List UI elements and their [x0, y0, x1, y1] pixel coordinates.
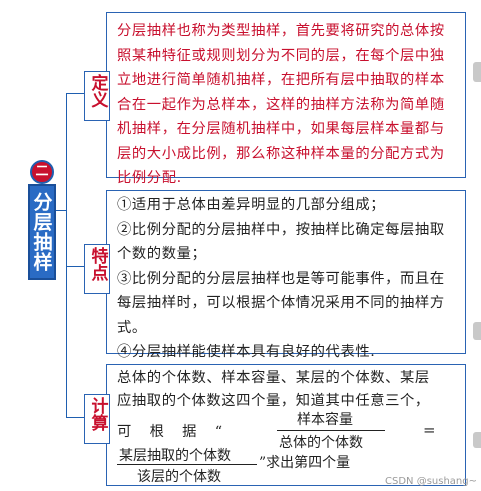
tree-branch-root [56, 210, 66, 211]
watermark: CSDN @sushang~ [385, 476, 477, 487]
section-number: 二 [35, 164, 49, 179]
fraction-1-bar [277, 430, 385, 431]
tree-trunk-line [66, 93, 67, 417]
calculation-line-1: 总体的个体数、样本容量、某层的个体数、某层 [117, 370, 430, 386]
calculation-tail: ”求出第四个量 [259, 455, 351, 471]
tree-branch-features [66, 266, 84, 267]
features-item: ③比例分配的分层层抽样也是等可能事件，而且在每层抽样时，可以根据个体情况采用不同… [117, 270, 445, 336]
tree-branch-definition [66, 93, 86, 94]
section-number-badge: 二 [30, 160, 54, 184]
fraction-1-numerator: 样本容量 [297, 412, 353, 428]
features-item: ①适用于总体由差异明显的几部分组成； [117, 197, 386, 213]
calculation-lead: 可 根 据 “ [117, 424, 225, 440]
page-edge-tab [473, 62, 481, 82]
features-label: 特点 [84, 244, 110, 294]
definition-label-text: 定义 [87, 74, 108, 108]
topic-title: 分层抽样 [30, 192, 53, 272]
fraction-2-bar [117, 464, 257, 465]
fraction-2-denominator: 该层的个体数 [137, 469, 221, 485]
page-edge-tab [473, 322, 481, 340]
features-item: ④分层抽样能使样本具有良好的代表性. [117, 344, 376, 360]
topic-title-box: 分层抽样 [28, 184, 56, 280]
definition-label: 定义 [84, 71, 110, 121]
page-edge-tab [473, 432, 481, 448]
fraction-1-denominator: 总体的个体数 [279, 435, 363, 451]
equals-sign: = [423, 421, 436, 439]
calculation-label-text: 计算 [87, 397, 108, 431]
definition-text: 分层抽样也称为类型抽样，首先要将研究的总体按照某种特征或规则划分为不同的层，在每… [117, 23, 445, 186]
calculation-line-2: 应抽取的个体数这四个量，知道其中任意三个， [117, 393, 430, 409]
definition-box: 分层抽样也称为类型抽样，首先要将研究的总体按照某种特征或规则划分为不同的层，在每… [106, 12, 466, 186]
features-box: ①适用于总体由差异明显的几部分组成； ②比例分配的分层抽样中，按抽样比确定每层抽… [106, 190, 466, 360]
features-label-text: 特点 [87, 247, 108, 281]
tree-branch-calculation [66, 417, 84, 418]
calculation-box: 总体的个体数、样本容量、某层的个体数、某层 应抽取的个体数这四个量，知道其中任意… [106, 364, 466, 486]
calculation-label: 计算 [84, 394, 110, 444]
features-item: ②比例分配的分层抽样中，按抽样比确定每层抽取个数的数量； [117, 221, 445, 263]
fraction-2-numerator: 某层抽取的个体数 [119, 448, 231, 464]
